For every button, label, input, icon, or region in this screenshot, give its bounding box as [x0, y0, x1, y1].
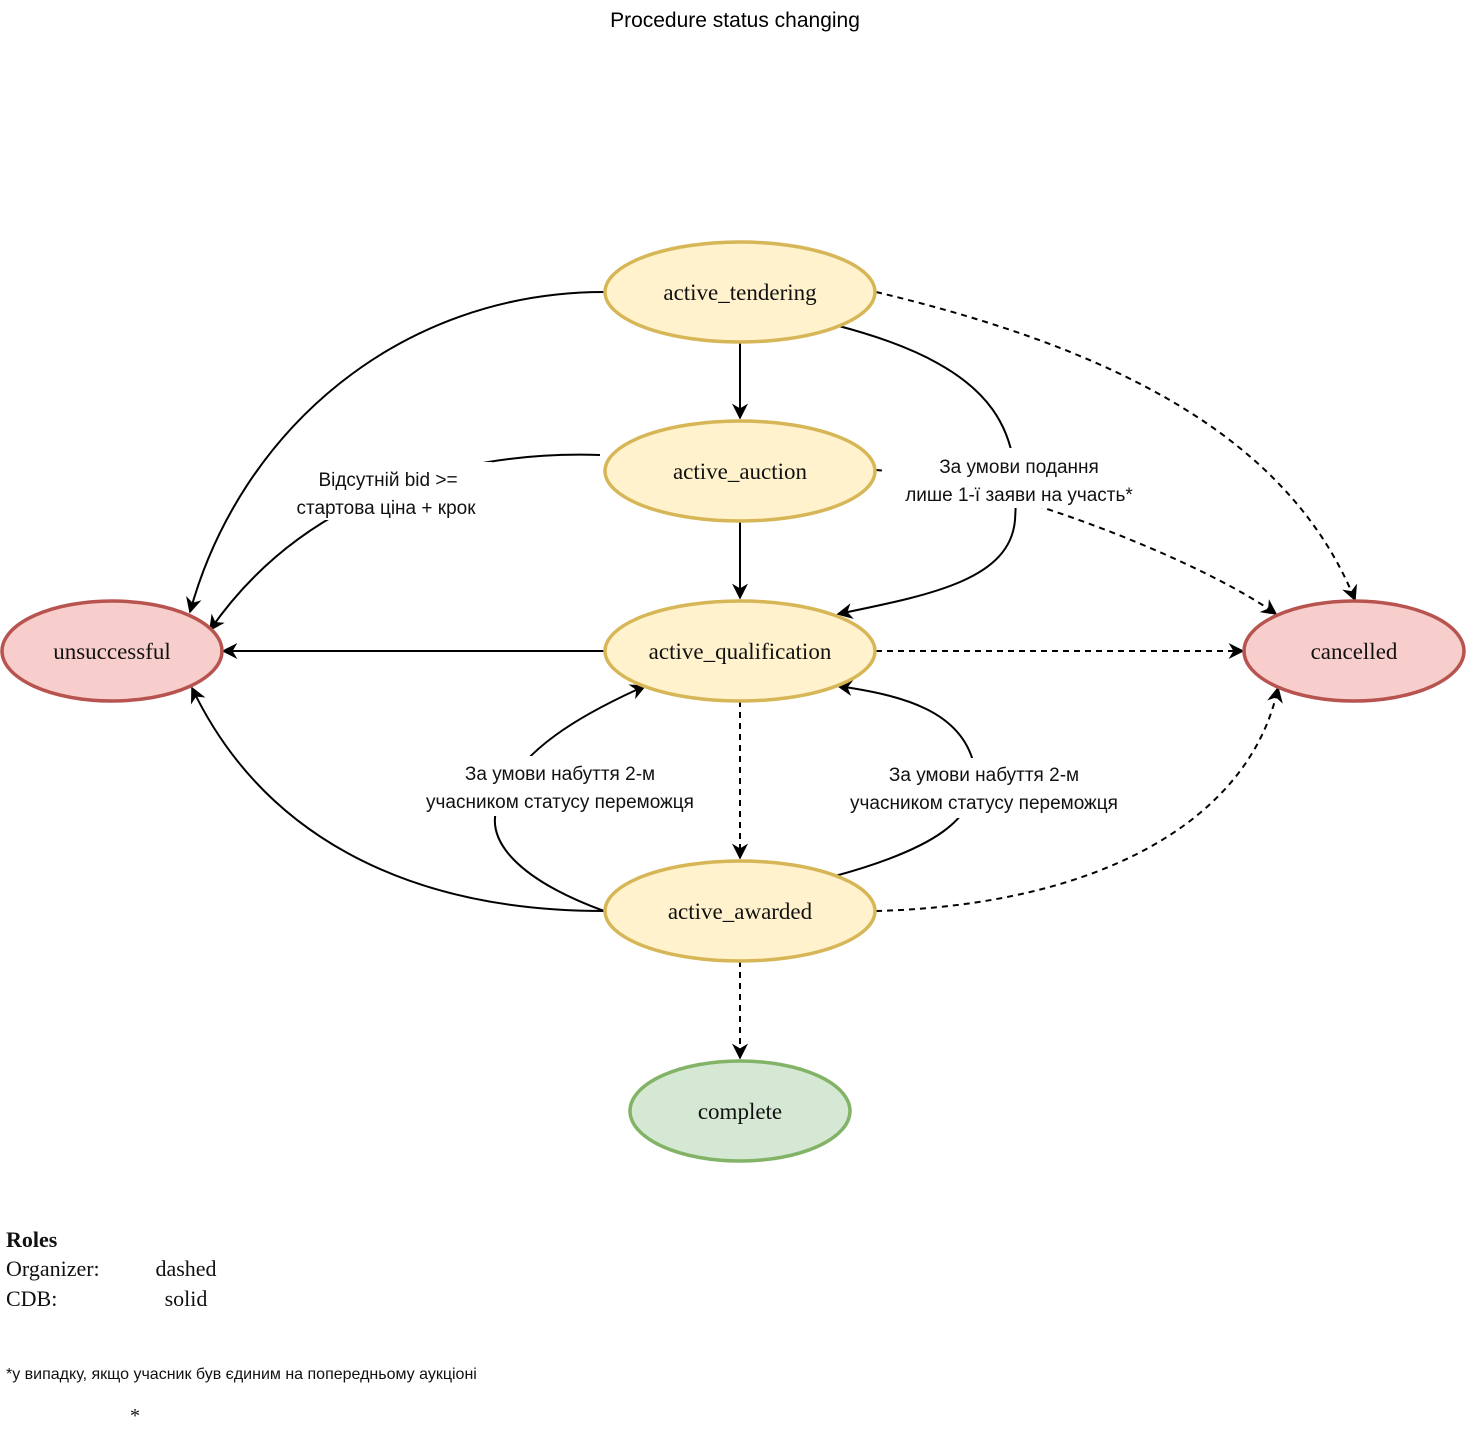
- edge-label-single-bid-line2: лише 1-ї заяви на участь*: [905, 485, 1133, 506]
- diagram-title: Procedure status changing: [610, 9, 860, 32]
- edge-label-no-bid-line1: Відсутній bid >=: [318, 470, 457, 491]
- edge-label-single-bid-line1: За умови подання: [939, 457, 1099, 478]
- node-unsuccessful: unsuccessful: [0, 599, 224, 703]
- edge-label-single-bid: За умови подання лише 1-ї заяви на участ…: [886, 448, 1154, 508]
- node-active-auction: active_auction: [603, 419, 877, 523]
- edge-tendering-to-cancelled: [875, 291, 1357, 602]
- edge-label-no-bid-line2: стартова ціна + крок: [296, 498, 476, 519]
- edge-label-no-bid: Відсутній bid >= стартова ціна + крок: [280, 462, 492, 520]
- edge-auction-to-cancelled: [875, 469, 1278, 615]
- node-active-tendering: active_tendering: [603, 240, 877, 344]
- footnote-asterisk: *: [130, 1405, 140, 1427]
- node-cancelled: cancelled: [1242, 599, 1466, 703]
- legend-row-organizer: Organizer: dashed: [6, 1254, 226, 1284]
- node-active-tendering-label: active_tendering: [663, 280, 817, 305]
- node-active-qualification-label: active_qualification: [649, 639, 832, 664]
- node-active-awarded: active_awarded: [603, 859, 877, 963]
- edge-awarded-to-unsuccessful: [191, 686, 605, 912]
- edge-label-second-winner-left-line2: учасником статусу переможця: [426, 792, 694, 813]
- edge-label-second-winner-left: За умови набуття 2-м учасником статусу п…: [400, 756, 720, 816]
- node-active-qualification: active_qualification: [603, 599, 877, 703]
- node-active-awarded-label: active_awarded: [668, 899, 813, 924]
- legend: Roles Organizer: dashed CDB: solid: [6, 1226, 226, 1314]
- legend-style: solid: [164, 1286, 208, 1311]
- edge-label-second-winner-left-line1: За умови набуття 2-м: [465, 764, 655, 785]
- legend-style: dashed: [155, 1256, 217, 1281]
- footnote: *у випадку, якщо учасник був єдиним на п…: [6, 1366, 477, 1383]
- edge-awarded-to-cancelled: [875, 686, 1283, 912]
- node-complete: complete: [628, 1059, 852, 1163]
- legend-role: CDB:: [6, 1286, 58, 1311]
- legend-role: Organizer:: [6, 1256, 100, 1281]
- edge-label-second-winner-right: За умови набуття 2-м учасником статусу п…: [824, 758, 1144, 818]
- node-unsuccessful-label: unsuccessful: [53, 639, 171, 664]
- edge-tendering-to-qualification: [834, 324, 1017, 619]
- edge-tendering-to-unsuccessful: [186, 291, 605, 614]
- node-cancelled-label: cancelled: [1311, 639, 1398, 664]
- legend-row-cdb: CDB: solid: [6, 1284, 226, 1314]
- edge-label-second-winner-right-line1: За умови набуття 2-м: [889, 765, 1079, 786]
- edge-label-second-winner-right-line2: учасником статусу переможця: [850, 793, 1118, 814]
- legend-title: Roles: [6, 1227, 58, 1252]
- node-active-auction-label: active_auction: [673, 459, 808, 484]
- node-complete-label: complete: [698, 1099, 782, 1124]
